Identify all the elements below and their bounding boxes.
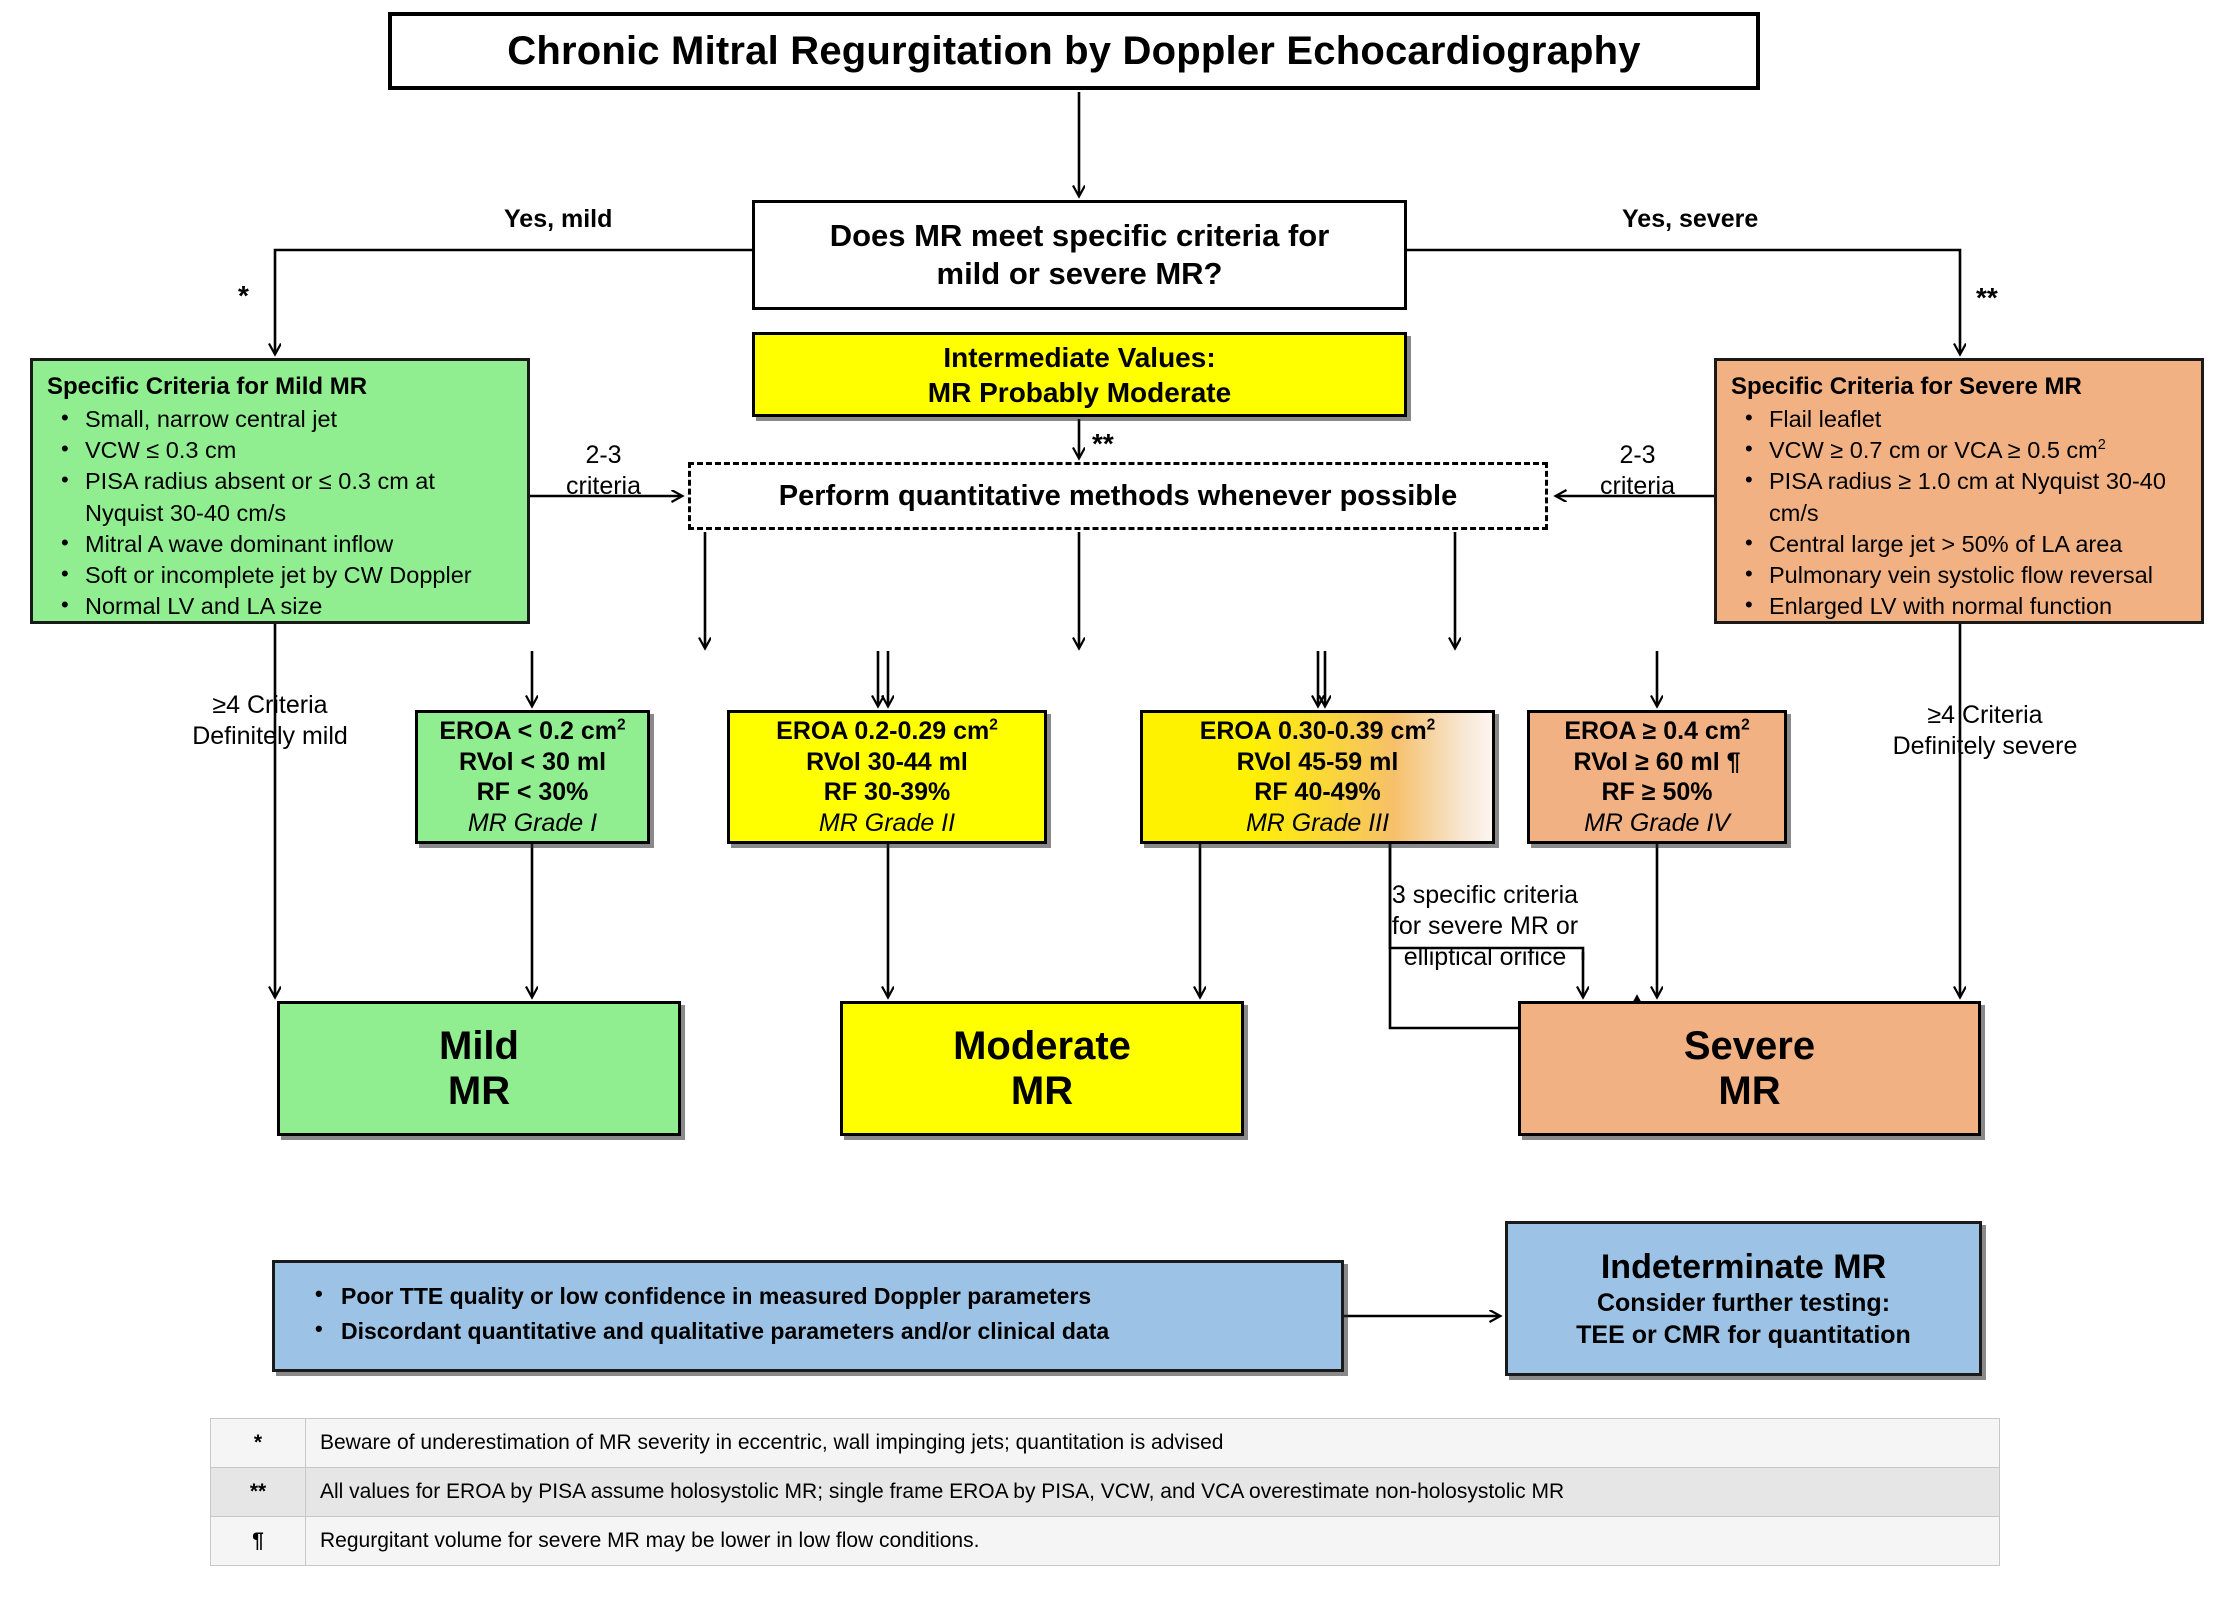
mild-criteria-list: Small, narrow central jet VCW ≤ 0.3 cm P… xyxy=(47,403,515,623)
mild-criteria-header: Specific Criteria for Mild MR xyxy=(47,373,368,400)
edge-label-criteria-right-line1: 2-3 xyxy=(1619,441,1656,469)
intermediate-line-1: Intermediate Values: xyxy=(943,341,1216,373)
definitely-mild-line2: Definitely mild xyxy=(192,722,348,750)
edge-label-criteria-right: 2-3 criteria xyxy=(1600,440,1675,502)
outcome-mild-mr: Mild MR xyxy=(277,1001,681,1136)
edge-label-yes-mild: Yes, mild xyxy=(504,205,613,233)
footnote-symbol: ** xyxy=(210,1467,306,1517)
list-item: Enlarged LV with normal function xyxy=(1731,590,2189,622)
list-item: PISA radius absent or ≤ 0.3 cm at Nyquis… xyxy=(47,465,515,529)
grade-box-3: EROA 0.30-0.39 cm2 RVol 45-59 ml RF 40-4… xyxy=(1140,710,1495,844)
edge-label-definitely-mild: ≥4 Criteria Definitely mild xyxy=(170,690,370,752)
list-item: Soft or incomplete jet by CW Doppler xyxy=(47,559,515,591)
list-item: VCW ≥ 0.7 cm or VCA ≥ 0.5 cm2 xyxy=(1731,434,2189,466)
chart-title: Chronic Mitral Regurgitation by Doppler … xyxy=(388,12,1760,90)
severe-criteria-box: Specific Criteria for Severe MR Flail le… xyxy=(1714,358,2204,624)
outcome-line-2: MR xyxy=(1718,1068,1781,1113)
list-item: Small, narrow central jet xyxy=(47,403,515,435)
grade-box-4: EROA ≥ 0.4 cm2 RVol ≥ 60 ml ¶ RF ≥ 50% M… xyxy=(1527,710,1787,844)
grade-eroa: EROA 0.30-0.39 cm2 xyxy=(1199,716,1436,745)
decision-line-1: Does MR meet specific criteria for xyxy=(829,217,1330,253)
quantitative-label: Perform quantitative methods whenever po… xyxy=(778,479,1458,512)
list-item: Normal LV and LA size xyxy=(47,590,515,622)
grade-rf: RF < 30% xyxy=(476,778,589,806)
quality-list: Poor TTE quality or low confidence in me… xyxy=(301,1277,1331,1349)
outcome-line-2: MR xyxy=(447,1068,511,1113)
outcome-line-1: Severe xyxy=(1683,1023,1816,1068)
list-item: VCW ≤ 0.3 cm xyxy=(47,434,515,466)
footnote-text: All values for EROA by PISA assume holos… xyxy=(305,1467,2000,1517)
grade-box-2: EROA 0.2-0.29 cm2 RVol 30-44 ml RF 30-39… xyxy=(727,710,1047,844)
grade-rvol: RVol ≥ 60 ml ¶ xyxy=(1573,747,1741,776)
quality-caveats-box: Poor TTE quality or low confidence in me… xyxy=(272,1260,1344,1372)
grade-rvol: RVol < 30 ml xyxy=(458,747,607,776)
footnote-text: Beware of underestimation of MR severity… xyxy=(305,1418,2000,1468)
grade-box-1: EROA < 0.2 cm2 RVol < 30 ml RF < 30% MR … xyxy=(415,710,650,844)
decision-box: Does MR meet specific criteria for mild … xyxy=(752,200,1407,310)
mild-criteria-box: Specific Criteria for Mild MR Small, nar… xyxy=(30,358,530,624)
indeterminate-mr-box: Indeterminate MR Consider further testin… xyxy=(1505,1221,1982,1376)
list-item: Poor TTE quality or low confidence in me… xyxy=(301,1277,1331,1314)
outcome-line-1: Mild xyxy=(439,1023,519,1068)
edge-label-criteria-left-line2: criteria xyxy=(566,472,642,500)
outcome-severe-mr: Severe MR xyxy=(1518,1001,1981,1136)
footnote-text: Regurgitant volume for severe MR may be … xyxy=(305,1516,2000,1566)
three-criteria-line3: elliptical orifice xyxy=(1403,943,1567,971)
table-row: ¶ Regurgitant volume for severe MR may b… xyxy=(210,1516,2000,1566)
perform-quantitative-methods-box: Perform quantitative methods whenever po… xyxy=(688,462,1548,530)
indeterminate-line-2: Consider further testing: xyxy=(1596,1289,1891,1318)
footnote-marker-star-right: ** xyxy=(1976,282,1998,313)
outcome-line-1: Moderate xyxy=(953,1023,1131,1068)
list-item: Discordant quantitative and qualitative … xyxy=(301,1312,1331,1349)
severe-criteria-list: Flail leaflet VCW ≥ 0.7 cm or VCA ≥ 0.5 … xyxy=(1731,403,2189,623)
edge-label-criteria-left: 2-3 criteria xyxy=(566,440,641,502)
footnote-marker-star-left: * xyxy=(238,280,249,311)
edge-label-criteria-right-line2: criteria xyxy=(1600,472,1676,500)
definitely-severe-line2: Definitely severe xyxy=(1892,732,2078,760)
list-item: Mitral A wave dominant inflow xyxy=(47,528,515,560)
definitely-severe-line1: ≥4 Criteria xyxy=(1927,701,2043,729)
definitely-mild-line1: ≥4 Criteria xyxy=(212,691,328,719)
outcome-moderate-mr: Moderate MR xyxy=(840,1001,1244,1136)
edge-label-three-criteria: 3 specific criteria for severe MR or ell… xyxy=(1370,880,1600,973)
grade-label: MR Grade I xyxy=(467,808,598,837)
table-row: ** All values for EROA by PISA assume ho… xyxy=(210,1467,2000,1517)
grade-label: MR Grade IV xyxy=(1584,808,1730,837)
list-item: Flail leaflet xyxy=(1731,403,2189,435)
three-criteria-line1: 3 specific criteria xyxy=(1391,881,1579,909)
grade-rf: RF 30-39% xyxy=(823,778,951,806)
edge-label-definitely-severe: ≥4 Criteria Definitely severe xyxy=(1870,700,2100,762)
footnote-table: * Beware of underestimation of MR severi… xyxy=(210,1418,2000,1566)
grade-label: MR Grade II xyxy=(818,808,956,837)
grade-rf: RF 40-49% xyxy=(1254,778,1381,806)
list-item: Pulmonary vein systolic flow reversal xyxy=(1731,559,2189,591)
edge-label-yes-severe: Yes, severe xyxy=(1622,205,1759,233)
grade-eroa: EROA 0.2-0.29 cm2 xyxy=(776,716,998,745)
intermediate-line-2: MR Probably Moderate xyxy=(927,376,1232,408)
footnote-marker-star-center: ** xyxy=(1092,428,1114,459)
edge-label-criteria-left-line1: 2-3 xyxy=(585,441,622,469)
three-criteria-line2: for severe MR or xyxy=(1391,912,1579,940)
grade-rvol: RVol 30-44 ml xyxy=(806,747,968,776)
list-item: Central large jet > 50% of LA area xyxy=(1731,528,2189,560)
list-item: PISA radius ≥ 1.0 cm at Nyquist 30-40 cm… xyxy=(1731,465,2189,529)
grade-rvol: RVol 45-59 ml xyxy=(1236,747,1399,776)
outcome-line-2: MR xyxy=(1010,1068,1074,1113)
grade-eroa: EROA < 0.2 cm2 xyxy=(439,716,626,745)
chart-title-text: Chronic Mitral Regurgitation by Doppler … xyxy=(507,28,1641,73)
footnote-symbol: ¶ xyxy=(210,1516,306,1566)
grade-rf: RF ≥ 50% xyxy=(1601,778,1713,806)
decision-line-2: mild or severe MR? xyxy=(936,256,1223,291)
intermediate-values-box: Intermediate Values: MR Probably Moderat… xyxy=(752,332,1407,417)
severe-criteria-header: Specific Criteria for Severe MR xyxy=(1731,373,2082,400)
footnote-symbol: * xyxy=(210,1418,306,1468)
indeterminate-line-3: TEE or CMR for quantitation xyxy=(1576,1320,1911,1349)
indeterminate-title: Indeterminate MR xyxy=(1600,1247,1887,1286)
table-row: * Beware of underestimation of MR severi… xyxy=(210,1418,2000,1468)
grade-eroa: EROA ≥ 0.4 cm2 xyxy=(1564,716,1750,745)
grade-label: MR Grade III xyxy=(1245,808,1390,837)
